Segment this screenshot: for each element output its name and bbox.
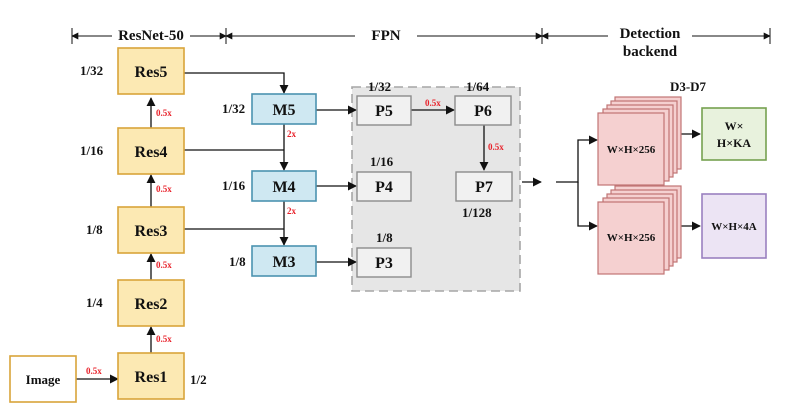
box-subnet-stack: W×H×256 bbox=[597, 185, 682, 275]
p4-label: P4 bbox=[375, 179, 393, 196]
box-feature-label: W×H×256 bbox=[607, 232, 656, 244]
factor-res4-res5: 0.5x bbox=[156, 108, 172, 118]
res2-label: Res2 bbox=[135, 296, 168, 313]
m4-label: M4 bbox=[272, 179, 295, 196]
fpn-m-scale-labels: 1/32 1/16 1/8 bbox=[222, 101, 246, 269]
class-output-box bbox=[701, 107, 767, 161]
factor-res3-res4: 0.5x bbox=[156, 184, 172, 194]
m3-scale: 1/8 bbox=[229, 254, 246, 269]
res5-scale: 1/32 bbox=[80, 63, 103, 78]
image-input-label: Image bbox=[26, 372, 61, 387]
class-feature-label: W×H×256 bbox=[607, 144, 656, 156]
p5-label: P5 bbox=[375, 103, 393, 120]
detection-header-line2: backend bbox=[623, 44, 678, 60]
box-stack-layer-1 bbox=[597, 201, 665, 275]
factor-m5-m4: 2x bbox=[287, 129, 297, 139]
fpn-p-blocks: P5 P6 P4 P7 P3 bbox=[356, 95, 513, 278]
res1-block bbox=[117, 352, 185, 400]
scale-factor-labels: 0.5x 0.5x 0.5x 0.5x 0.5x 2x 2x 0.5x 0.5x bbox=[86, 98, 504, 376]
box-output-label: W×H×4A bbox=[711, 221, 757, 233]
res2-scale: 1/4 bbox=[86, 295, 103, 310]
detection-header-line1: Detection bbox=[620, 26, 681, 42]
p7-label: P7 bbox=[475, 179, 493, 196]
p3-block bbox=[356, 247, 412, 278]
arrow-backend-box bbox=[577, 182, 598, 231]
class-output-line1: W× bbox=[725, 119, 744, 133]
m5-scale: 1/32 bbox=[222, 101, 245, 116]
res4-scale: 1/16 bbox=[80, 143, 104, 158]
factor-res2-res3: 0.5x bbox=[156, 260, 172, 270]
p3-scale: 1/8 bbox=[376, 230, 393, 245]
class-subnet-stack: W×H×256 bbox=[597, 96, 682, 186]
p7-scale: 1/128 bbox=[462, 205, 492, 220]
p7-block bbox=[455, 171, 513, 202]
arrow-res5-m5 bbox=[184, 72, 289, 94]
factor-p5-p6: 0.5x bbox=[425, 98, 441, 108]
resnet-header: ResNet-50 bbox=[118, 28, 184, 44]
image-input-box bbox=[9, 355, 77, 403]
resnet-blocks: Res5 Res4 Res3 Res2 Res1 bbox=[117, 47, 185, 400]
res1-label: Res1 bbox=[135, 369, 168, 386]
res5-block bbox=[117, 47, 185, 95]
res5-label: Res5 bbox=[135, 64, 168, 81]
p5-scale: 1/32 bbox=[368, 79, 391, 94]
m5-label: M5 bbox=[272, 102, 295, 119]
fpn-p-scale-labels: 1/32 1/64 1/16 1/128 1/8 bbox=[368, 79, 492, 245]
res4-block bbox=[117, 127, 185, 175]
m5-block bbox=[251, 93, 317, 125]
res3-scale: 1/8 bbox=[86, 222, 103, 237]
section-headers: ResNet-50 FPN Detection backend bbox=[71, 22, 771, 60]
p6-label: P6 bbox=[474, 103, 492, 120]
p4-scale: 1/16 bbox=[370, 154, 394, 169]
p3-label: P3 bbox=[375, 255, 393, 272]
backend-levels-label: D3-D7 bbox=[670, 79, 707, 94]
m4-scale: 1/16 bbox=[222, 178, 246, 193]
m4-block bbox=[251, 170, 317, 202]
m3-label: M3 bbox=[272, 254, 295, 271]
factor-m4-m3: 2x bbox=[287, 206, 297, 216]
arrow-backend-class bbox=[556, 135, 598, 183]
fpn-header-bg bbox=[355, 24, 417, 44]
p4-block bbox=[356, 171, 412, 202]
fpn-m-blocks: M5 M4 M3 bbox=[251, 93, 317, 277]
box-output-box bbox=[701, 193, 767, 259]
p5-block bbox=[356, 95, 412, 126]
factor-image-res1: 0.5x bbox=[86, 366, 102, 376]
res4-label: Res4 bbox=[135, 144, 168, 161]
res3-block bbox=[117, 206, 185, 254]
class-output-line2: H×KA bbox=[717, 136, 752, 150]
p6-scale: 1/64 bbox=[466, 79, 490, 94]
factor-res1-res2: 0.5x bbox=[156, 334, 172, 344]
fpn-header: FPN bbox=[371, 28, 400, 44]
p6-block bbox=[454, 95, 512, 126]
class-stack-layer-1 bbox=[597, 112, 665, 186]
m3-block bbox=[251, 245, 317, 277]
connectors bbox=[76, 72, 701, 384]
resnet-scale-labels: 1/32 1/16 1/8 1/4 1/2 bbox=[80, 63, 207, 387]
res1-scale: 1/2 bbox=[190, 372, 207, 387]
res3-label: Res3 bbox=[135, 223, 168, 240]
detection-header-bg bbox=[608, 22, 692, 60]
resnet-header-bg bbox=[112, 24, 190, 44]
res2-block bbox=[117, 279, 185, 327]
factor-p6-p7: 0.5x bbox=[488, 142, 504, 152]
